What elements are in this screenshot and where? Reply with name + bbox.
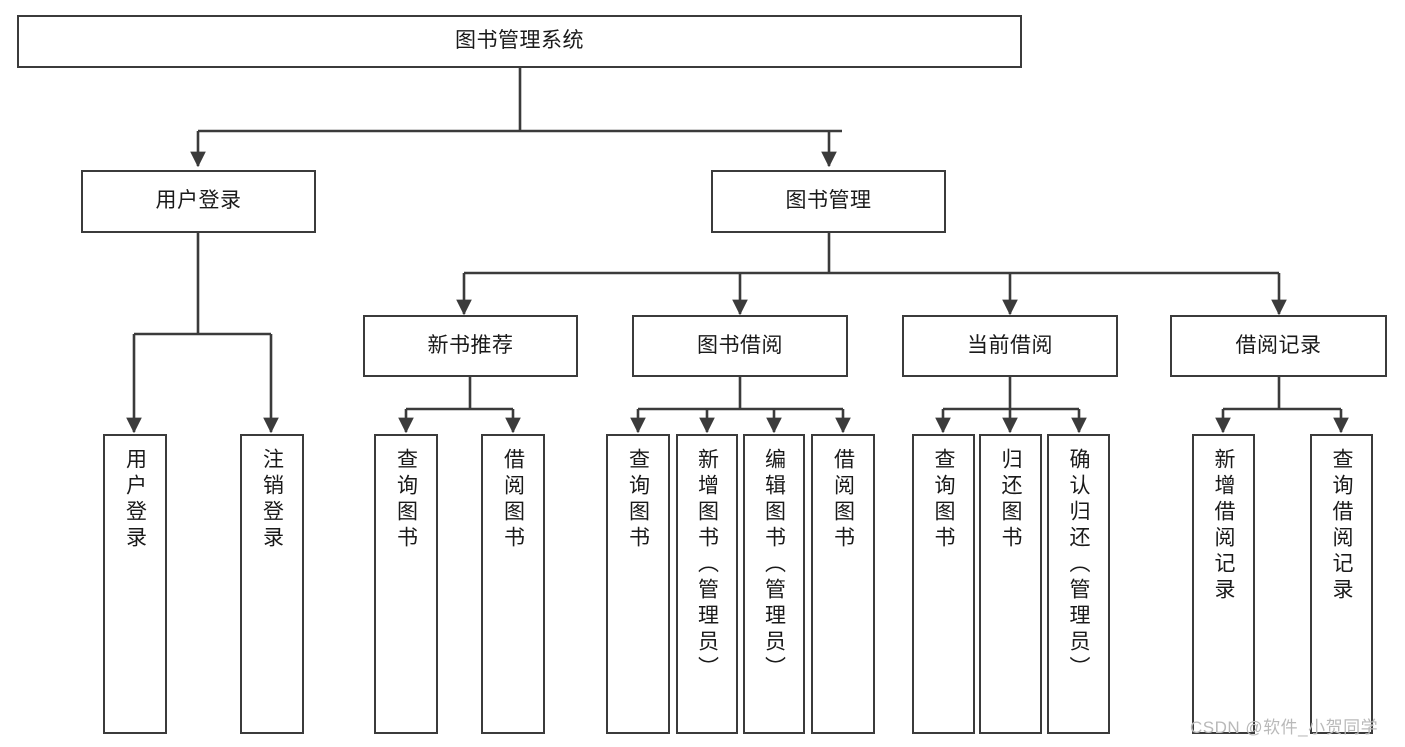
node-label: 新书推荐 bbox=[427, 333, 514, 357]
node-leaf-logout[interactable]: 注销登录 bbox=[240, 434, 304, 734]
node-book-management[interactable]: 图书管理 bbox=[711, 170, 946, 233]
node-label: 图书借阅 bbox=[697, 333, 783, 357]
node-leaf-confirm-return-admin[interactable]: 确认归还（管理员） bbox=[1047, 434, 1110, 734]
node-label: 查询借阅记录 bbox=[1330, 448, 1353, 604]
node-label: 查询图书 bbox=[626, 448, 650, 552]
node-user-login[interactable]: 用户登录 bbox=[81, 170, 316, 233]
node-root-book-management-system[interactable]: 图书管理系统 bbox=[17, 15, 1022, 68]
node-borrow-records[interactable]: 借阅记录 bbox=[1170, 315, 1387, 377]
node-label: 查询图书 bbox=[932, 448, 955, 552]
node-leaf-borrow-book[interactable]: 借阅图书 bbox=[811, 434, 875, 734]
node-label: 确认归还（管理员） bbox=[1067, 448, 1090, 682]
node-leaf-add-borrow-record[interactable]: 新增借阅记录 bbox=[1192, 434, 1255, 734]
node-label: 借阅图书 bbox=[501, 448, 525, 552]
node-label: 编辑图书（管理员） bbox=[762, 448, 786, 682]
node-leaf-query-borrow-record[interactable]: 查询借阅记录 bbox=[1310, 434, 1373, 734]
node-leaf-edit-book-admin[interactable]: 编辑图书（管理员） bbox=[743, 434, 805, 734]
node-leaf-query-book-current[interactable]: 查询图书 bbox=[912, 434, 975, 734]
node-leaf-query-book-borrow[interactable]: 查询图书 bbox=[606, 434, 670, 734]
node-leaf-return-book[interactable]: 归还图书 bbox=[979, 434, 1042, 734]
node-label: 用户登录 bbox=[123, 448, 147, 552]
node-book-borrow[interactable]: 图书借阅 bbox=[632, 315, 848, 377]
node-label: 归还图书 bbox=[999, 448, 1022, 552]
node-label: 用户登录 bbox=[155, 189, 242, 213]
node-label: 新增借阅记录 bbox=[1212, 448, 1235, 604]
node-leaf-add-book-admin[interactable]: 新增图书（管理员） bbox=[676, 434, 738, 734]
node-label: 图书管理系统 bbox=[455, 29, 584, 53]
node-leaf-borrow-book-recommend[interactable]: 借阅图书 bbox=[481, 434, 545, 734]
watermark: CSDN @软件_小贺同学 bbox=[1190, 718, 1379, 737]
node-label: 查询图书 bbox=[394, 448, 418, 552]
node-label: 借阅图书 bbox=[831, 448, 855, 552]
node-leaf-user-login[interactable]: 用户登录 bbox=[103, 434, 167, 734]
node-current-borrow[interactable]: 当前借阅 bbox=[902, 315, 1118, 377]
node-label: 新增图书（管理员） bbox=[695, 448, 719, 682]
node-label: 图书管理 bbox=[785, 189, 872, 213]
node-new-book-recommend[interactable]: 新书推荐 bbox=[363, 315, 578, 377]
node-label: 借阅记录 bbox=[1235, 333, 1322, 357]
node-label: 当前借阅 bbox=[967, 333, 1053, 357]
node-leaf-query-book-recommend[interactable]: 查询图书 bbox=[374, 434, 438, 734]
node-label: 注销登录 bbox=[260, 448, 284, 552]
